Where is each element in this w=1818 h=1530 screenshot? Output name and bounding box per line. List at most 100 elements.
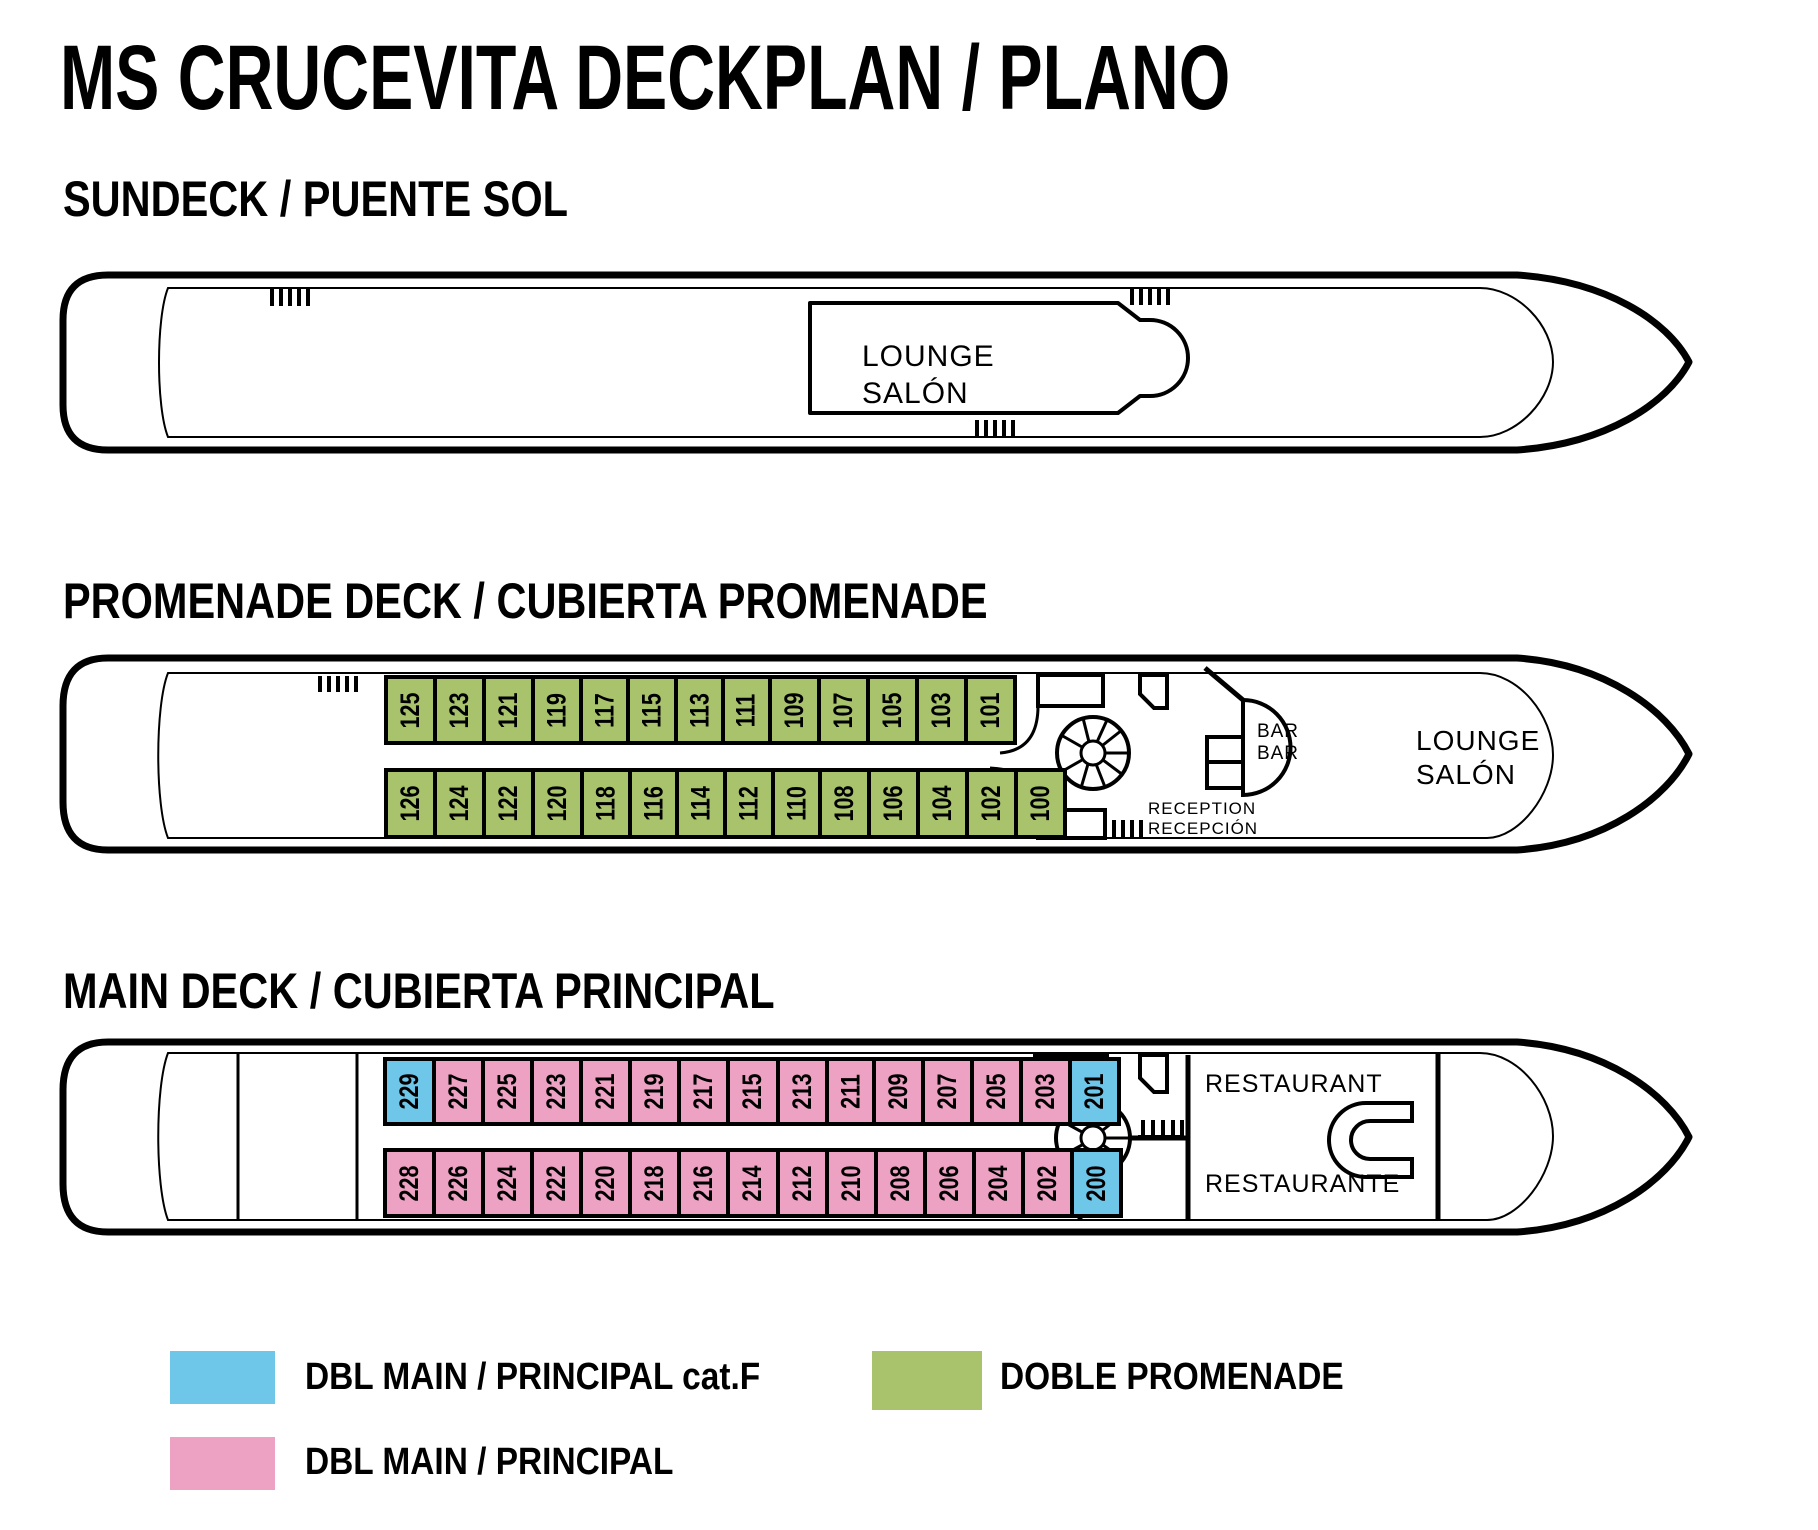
cabin-number: 201	[1079, 1073, 1110, 1110]
cabin-206: 206	[922, 1148, 976, 1218]
cabin-number: 220	[590, 1164, 621, 1202]
cabin-121: 121	[482, 675, 536, 745]
cabin-207: 207	[921, 1057, 975, 1126]
cabin-216: 216	[677, 1148, 731, 1218]
bar-label: BAR BAR	[1256, 721, 1300, 764]
cabin-number: 226	[443, 1164, 474, 1202]
cabin-number: 123	[444, 691, 475, 729]
wall	[1203, 666, 1245, 702]
cabin-number: 225	[492, 1073, 523, 1110]
sundeck-inner-deck-outline	[158, 287, 1555, 438]
cabin-214: 214	[726, 1148, 780, 1218]
stairs-icon	[318, 676, 358, 692]
cabin-number: 105	[876, 691, 907, 729]
cabin-215: 215	[726, 1057, 780, 1126]
cabin-103: 103	[914, 675, 968, 745]
cabin-213: 213	[775, 1057, 829, 1126]
cabin-number: 217	[688, 1073, 719, 1110]
cabin-number: 112	[733, 786, 764, 821]
spiral-staircase-icon	[1055, 715, 1131, 791]
stairs-icon	[1130, 288, 1170, 305]
cabin-200: 200	[1069, 1148, 1123, 1218]
cabin-123: 123	[433, 675, 487, 745]
main-inner-deck-outline	[157, 1052, 1555, 1221]
promenade-inner-deck-outline	[157, 672, 1555, 839]
door-panel	[1138, 1053, 1169, 1094]
bar-counter	[1205, 735, 1245, 764]
cabin-number: 125	[395, 691, 426, 729]
cabin-number: 216	[688, 1164, 719, 1202]
cabin-106: 106	[867, 768, 921, 839]
cabin-number: 213	[786, 1073, 817, 1110]
cabin-113: 113	[673, 675, 726, 745]
cabin-100: 100	[1014, 768, 1068, 839]
cabin-number: 204	[982, 1164, 1013, 1202]
cabin-217: 217	[677, 1057, 731, 1126]
cabin-number: 218	[639, 1164, 670, 1202]
cabin-number: 110	[780, 786, 811, 821]
cabin-number: 211	[834, 1074, 865, 1109]
cabin-number: 120	[542, 785, 573, 822]
page-title: MS CRUCEVITA DECKPLAN / PLANO	[60, 27, 1231, 129]
cabin-number: 203	[1030, 1073, 1061, 1110]
cabin-number: 104	[927, 785, 958, 822]
sundeck-plan	[59, 271, 1693, 454]
cabin-111: 111	[721, 675, 772, 745]
sundeck-heading: SUNDECK / PUENTE SOL	[63, 171, 568, 227]
legend-label-doble-promenade: DOBLE PROMENADE	[1000, 1356, 1344, 1398]
cabin-102: 102	[965, 768, 1019, 839]
cabin-104: 104	[916, 768, 970, 839]
cabin-number: 215	[737, 1073, 768, 1110]
cabin-number: 214	[737, 1164, 768, 1202]
cabin-224: 224	[481, 1148, 535, 1218]
cabin-116: 116	[627, 768, 680, 839]
cabin-120: 120	[531, 768, 585, 839]
cabin-number: 122	[493, 785, 524, 822]
cabin-124: 124	[433, 768, 487, 839]
cabin-number: 228	[394, 1164, 425, 1202]
legend-label-dbl-main: DBL MAIN / PRINCIPAL	[305, 1441, 674, 1483]
cabin-number: 114	[685, 786, 716, 821]
cabin-number: 227	[443, 1073, 474, 1110]
cabin-110: 110	[770, 768, 823, 839]
cabin-number: 119	[541, 692, 572, 728]
cabin-number: 117	[589, 692, 620, 728]
cabin-211: 211	[824, 1057, 877, 1126]
cabin-202: 202	[1020, 1148, 1074, 1218]
cabin-201: 201	[1068, 1057, 1122, 1126]
cabin-119: 119	[531, 675, 583, 745]
cabin-number: 113	[684, 692, 715, 728]
cabin-number: 208	[884, 1164, 915, 1202]
reception-label: RECEPTION RECEPCIÓN	[1148, 799, 1259, 838]
door-panel	[1138, 673, 1169, 710]
cabin-117: 117	[578, 675, 631, 745]
cabin-number: 100	[1025, 785, 1056, 822]
cabin-109: 109	[767, 675, 821, 745]
cabin-number: 212	[786, 1164, 817, 1202]
cabin-number: 229	[394, 1073, 425, 1110]
cabin-number: 102	[976, 785, 1007, 822]
cabin-210: 210	[824, 1148, 878, 1218]
cabin-220: 220	[579, 1148, 633, 1218]
bar-counter	[1205, 760, 1245, 790]
cabin-number: 106	[878, 785, 909, 822]
cabin-228: 228	[383, 1148, 437, 1218]
cabin-number: 116	[638, 786, 669, 821]
cabin-118: 118	[580, 768, 632, 839]
cabin-number: 115	[636, 692, 667, 728]
cabin-number: 219	[639, 1073, 670, 1110]
cabin-226: 226	[432, 1148, 486, 1218]
cabin-number: 200	[1080, 1164, 1111, 1202]
cabin-number: 103	[925, 691, 956, 729]
promenade-room	[1036, 673, 1105, 708]
restaurant-label: RESTAURANT	[1205, 1070, 1383, 1098]
sundeck-lounge-outline	[808, 301, 1190, 415]
cabin-115: 115	[626, 675, 678, 745]
cabin-223: 223	[530, 1057, 584, 1126]
cabin-number: 205	[981, 1073, 1012, 1110]
cabin-101: 101	[963, 675, 1017, 745]
cabin-122: 122	[482, 768, 536, 839]
cabin-number: 202	[1031, 1164, 1062, 1202]
